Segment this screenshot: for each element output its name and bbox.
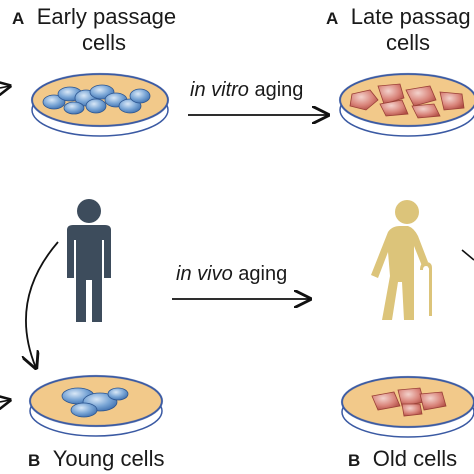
caption-young-text: Young cells <box>52 446 165 471</box>
panel-letter-b-bottom-left: B <box>28 451 41 470</box>
caption-early-line1: Early passage <box>36 4 177 29</box>
label-in-vivo-rest: aging <box>232 263 288 285</box>
label-in-vivo-italic: in vivo <box>176 263 233 285</box>
label-in-vivo-aging: in vivo aging <box>176 264 287 284</box>
panel-letter-b-bottom-right: B <box>348 451 361 470</box>
label-in-vitro-rest: aging <box>248 79 304 101</box>
caption-old-cells: B Old cells <box>348 448 457 470</box>
curved-arrow-to-young-dish <box>26 241 59 368</box>
young-cell-group <box>61 387 129 418</box>
panel-letter-a-top-left: A <box>12 9 25 28</box>
caption-late-line2: cells <box>386 30 431 55</box>
caption-late-line1: Late passag <box>350 4 471 29</box>
caption-late-passage: A Late passag <box>326 6 471 28</box>
caption-early-line2: cells <box>82 30 127 55</box>
petri-dish-old <box>340 375 474 438</box>
caption-old-text: Old cells <box>372 446 458 471</box>
elderly-person-with-cane-icon <box>371 200 432 320</box>
caption-young-cells: B Young cells <box>28 448 164 470</box>
petri-dish-late <box>338 72 474 137</box>
standing-person-icon <box>67 199 111 322</box>
petri-dish-early <box>30 72 170 137</box>
petri-dish-young <box>28 374 164 437</box>
label-in-vitro-italic: in vitro <box>190 79 249 101</box>
incoming-arrow-top-left <box>0 86 10 88</box>
caption-early-passage: A Early passage <box>12 6 176 28</box>
panel-letter-a-top-right: A <box>326 9 339 28</box>
old-cell-group <box>371 387 447 417</box>
incoming-arrow-bottom-left <box>0 400 10 402</box>
partial-arrow-right-edge <box>461 249 474 261</box>
young-cell-cluster <box>42 84 151 115</box>
old-cell-cluster <box>349 83 465 119</box>
label-in-vitro-aging: in vitro aging <box>190 80 303 100</box>
